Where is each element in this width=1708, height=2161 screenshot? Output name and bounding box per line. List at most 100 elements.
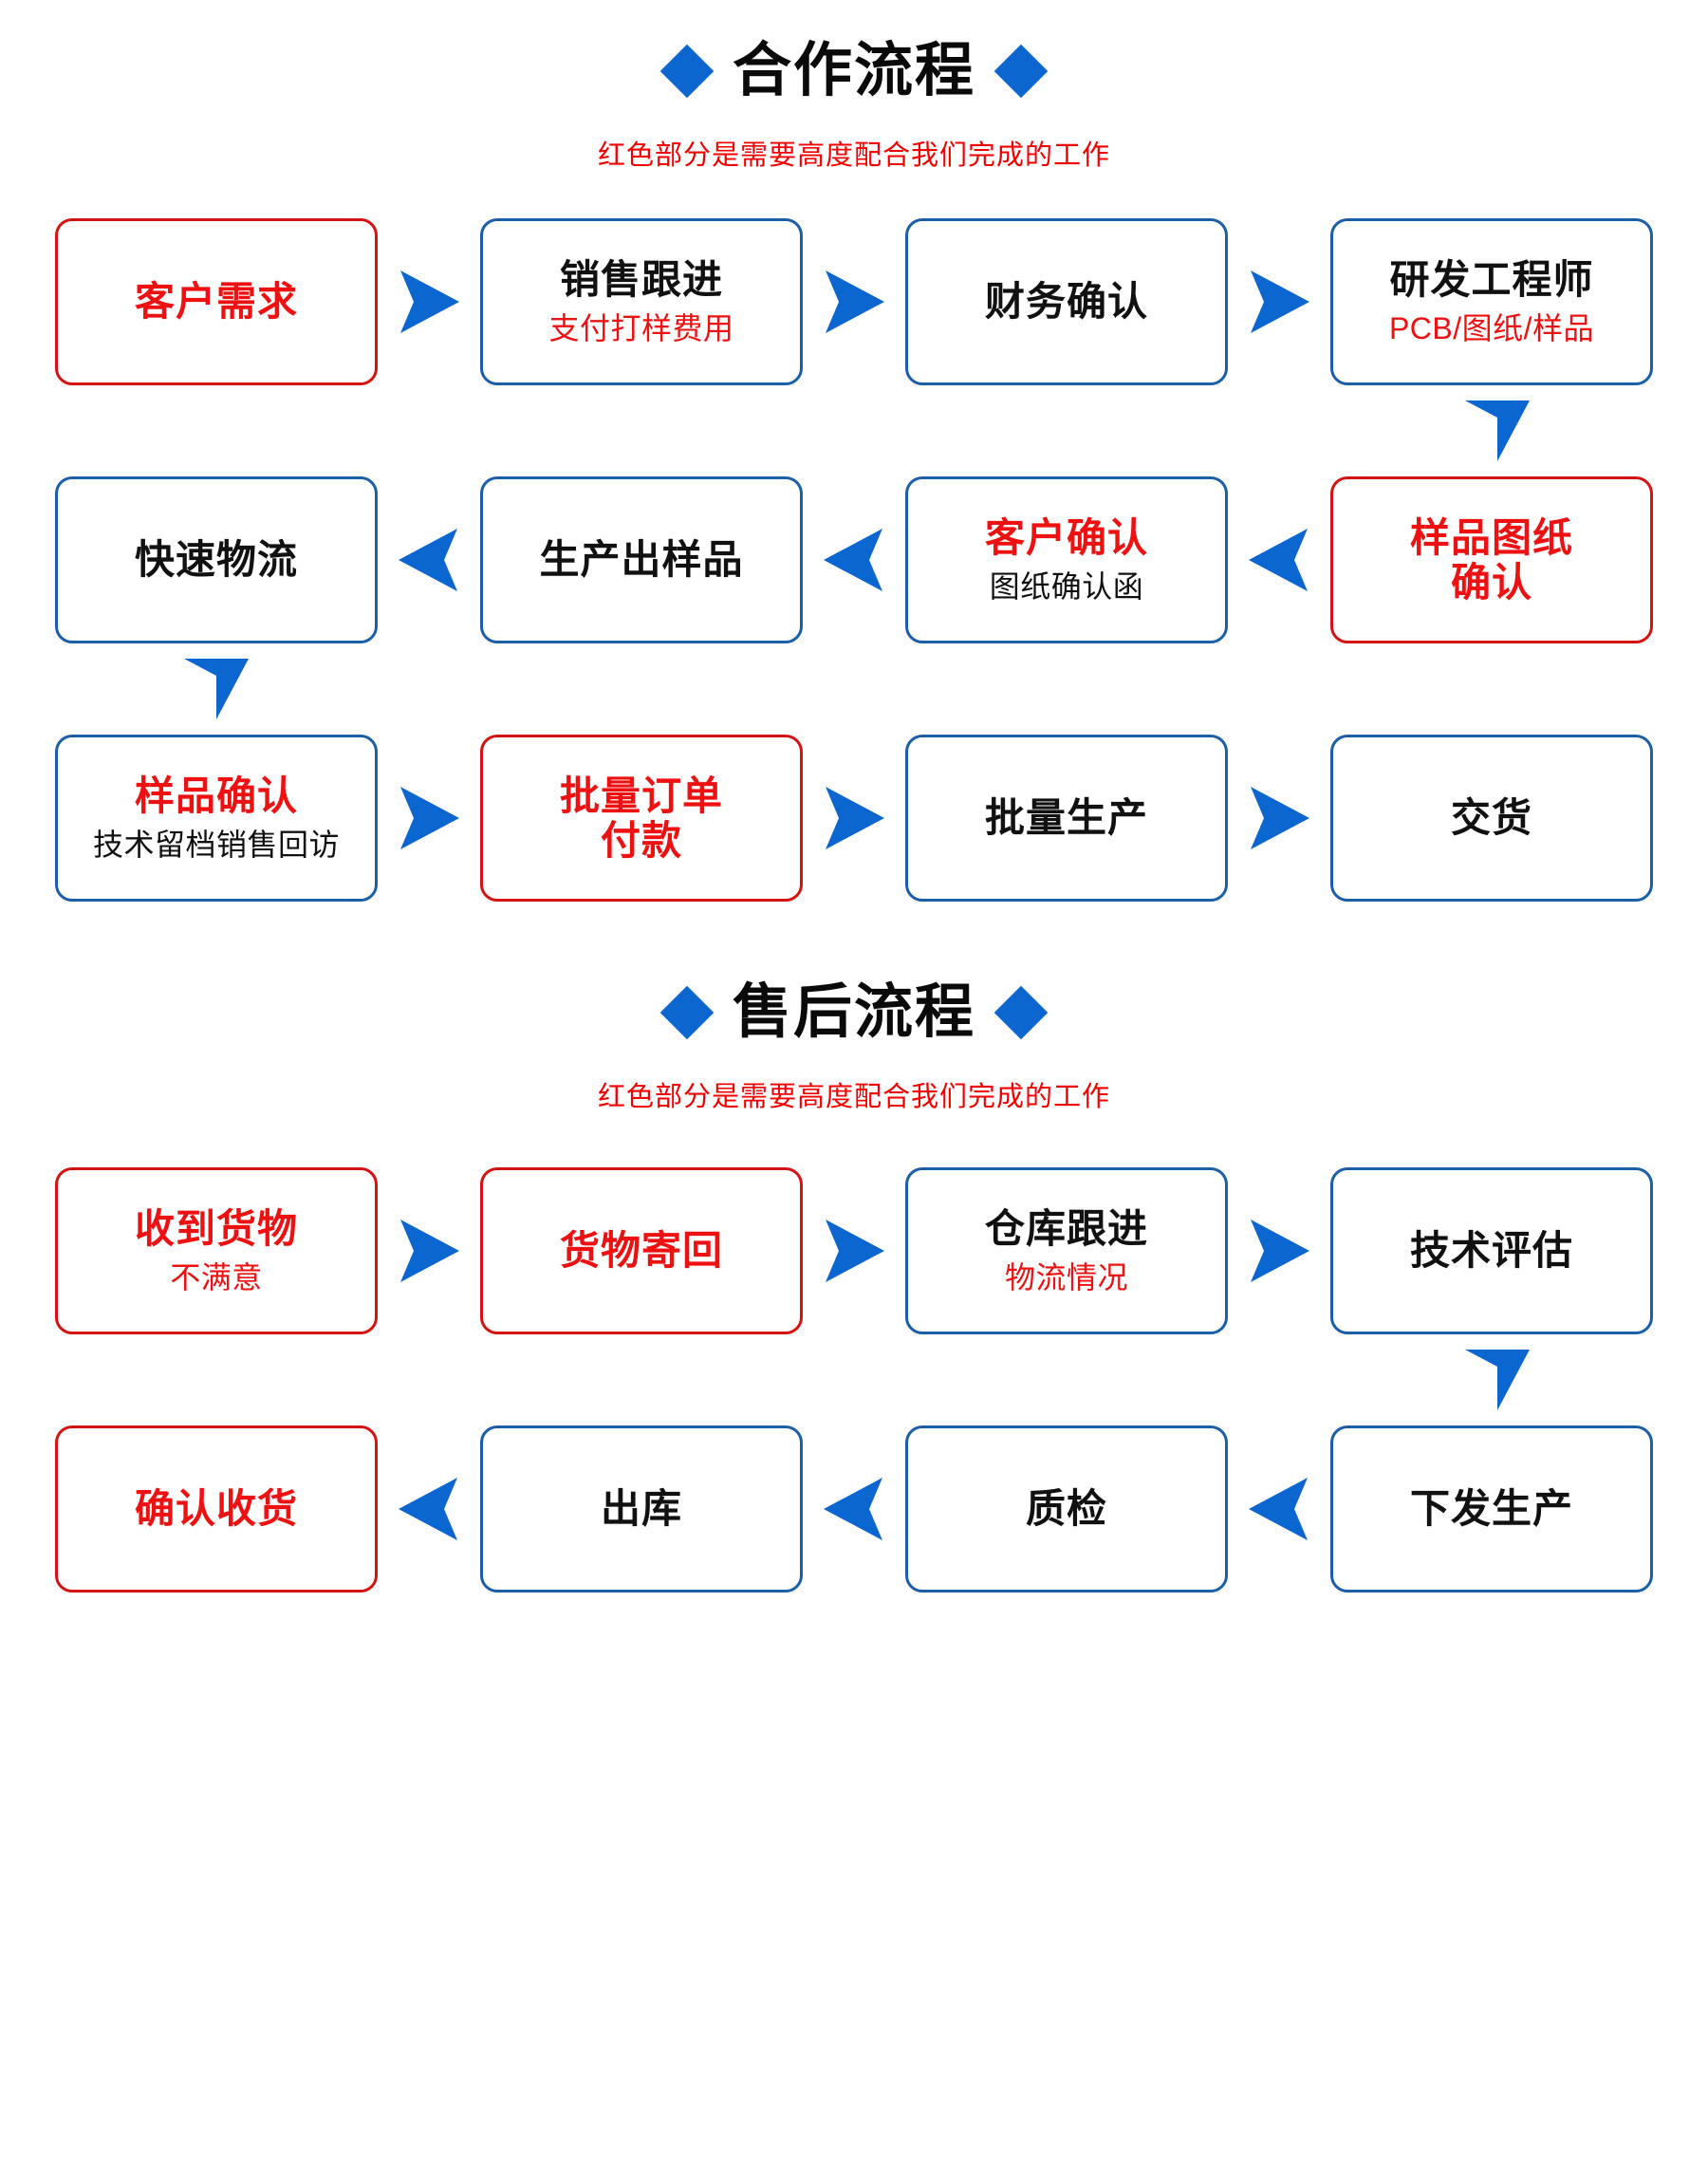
flow-row: 快速物流 生产出样品 客户确认图纸确认函 样品图纸 确认 xyxy=(55,476,1653,643)
arrow-left-icon xyxy=(399,1478,457,1540)
row-connector xyxy=(803,218,905,385)
flow-node[interactable]: 样品图纸 确认 xyxy=(1330,476,1653,643)
arrow-down-icon xyxy=(1465,1350,1530,1410)
row-connector xyxy=(803,1167,905,1334)
flow-row: 客户需求 销售跟进支付打样费用 财务确认 研发工程师 PCB/图纸/样品 xyxy=(55,218,1653,385)
flow-node[interactable]: 确认收货 xyxy=(55,1425,378,1593)
flow-node[interactable]: 样品确认技术留档销售回访 xyxy=(55,735,378,902)
flow-node[interactable]: 研发工程师 PCB/图纸/样品 xyxy=(1330,218,1653,385)
row-connector xyxy=(378,1425,480,1593)
flow-row: 样品确认技术留档销售回访 批量订单 付款 批量生产 交货 xyxy=(55,735,1653,902)
flow-node[interactable]: 批量生产 xyxy=(905,735,1228,902)
node-title: 仓库跟进 xyxy=(984,1206,1148,1252)
node-title: 质检 xyxy=(1025,1486,1107,1532)
arrow-right-icon xyxy=(400,787,459,849)
flow-node[interactable]: 交货 xyxy=(1330,735,1653,902)
flow-node[interactable]: 快速物流 xyxy=(55,476,378,643)
row-connector xyxy=(1228,218,1330,385)
node-title: 财务确认 xyxy=(984,279,1148,325)
section-title: 合作流程 xyxy=(732,38,975,103)
arrow-right-icon xyxy=(826,270,884,333)
flow-node[interactable]: 质检 xyxy=(905,1425,1228,1593)
node-title: 样品确认 xyxy=(134,773,298,819)
node-title: 客户需求 xyxy=(134,279,298,325)
flow-row: 确认收货 出库 质检 下发生产 xyxy=(55,1425,1653,1593)
flow-node[interactable]: 客户确认图纸确认函 xyxy=(905,476,1228,643)
node-title: 销售跟进 xyxy=(559,257,723,303)
node-title: 收到货物 xyxy=(134,1206,298,1252)
arrow-right-icon xyxy=(826,787,884,849)
flow-node[interactable]: 批量订单 付款 xyxy=(480,735,803,902)
row-connector xyxy=(378,476,480,643)
arrow-right-icon xyxy=(1251,270,1309,333)
arrow-right-icon xyxy=(400,1220,459,1282)
flow-node[interactable]: 货物寄回 xyxy=(480,1167,803,1334)
vertical-connector-row xyxy=(55,1334,1653,1425)
node-title: 批量订单 付款 xyxy=(559,773,723,863)
arrow-left-icon xyxy=(824,1478,882,1540)
node-subtitle: 物流情况 xyxy=(1004,1260,1128,1295)
row-connector xyxy=(378,1167,480,1334)
section-heading: 售后流程 xyxy=(0,983,1708,1042)
section-subtitle: 红色部分是需要高度配合我们完成的工作 xyxy=(597,140,1110,171)
diamond-icon xyxy=(993,44,1049,99)
node-subtitle: 不满意 xyxy=(170,1260,263,1295)
node-subtitle: 图纸确认函 xyxy=(989,569,1144,605)
node-title: 样品图纸 确认 xyxy=(1409,514,1573,605)
section-cooperation: 合作流程红色部分是需要高度配合我们完成的工作客户需求 销售跟进支付打样费用 财务确认… xyxy=(0,0,1708,902)
diamond-icon xyxy=(659,44,715,99)
flow-node[interactable]: 下发生产 xyxy=(1330,1425,1653,1593)
node-title: 快速物流 xyxy=(134,537,298,583)
flow-node[interactable]: 生产出样品 xyxy=(480,476,803,643)
arrow-right-icon xyxy=(1251,1220,1309,1282)
row-connector xyxy=(803,476,905,643)
flow-node[interactable]: 仓库跟进物流情况 xyxy=(905,1167,1228,1334)
node-title: 生产出样品 xyxy=(539,537,744,583)
flow-node[interactable]: 出库 xyxy=(480,1425,803,1593)
row-connector xyxy=(803,735,905,902)
row-connector xyxy=(803,1425,905,1593)
node-title: 确认收货 xyxy=(134,1486,298,1532)
diamond-icon xyxy=(659,985,715,1040)
row-connector xyxy=(378,735,480,902)
node-title: 批量生产 xyxy=(984,795,1148,841)
flow-row: 收到货物不满意 货物寄回 仓库跟进物流情况 技术评估 xyxy=(55,1167,1653,1334)
vertical-connector-row xyxy=(55,643,1653,735)
node-title: 下发生产 xyxy=(1409,1486,1573,1532)
row-connector xyxy=(1228,1425,1330,1593)
node-subtitle: 技术留档销售回访 xyxy=(92,828,340,863)
node-title: 技术评估 xyxy=(1409,1228,1573,1274)
arrow-left-icon xyxy=(824,529,882,591)
flow-node[interactable]: 技术评估 xyxy=(1330,1167,1653,1334)
row-connector xyxy=(378,218,480,385)
arrow-right-icon xyxy=(400,270,459,333)
arrow-right-icon xyxy=(826,1220,884,1282)
section-heading: 合作流程 xyxy=(0,42,1708,101)
node-subtitle: PCB/图纸/样品 xyxy=(1388,311,1595,346)
section-subtitle: 红色部分是需要高度配合我们完成的工作 xyxy=(597,1082,1110,1112)
arrow-right-icon xyxy=(1251,787,1309,849)
arrow-down-icon xyxy=(1465,401,1530,461)
flow-node[interactable]: 客户需求 xyxy=(55,218,378,385)
flow-node[interactable]: 销售跟进支付打样费用 xyxy=(480,218,803,385)
diamond-icon xyxy=(993,985,1049,1040)
arrow-left-icon xyxy=(1249,1478,1308,1540)
section-title: 售后流程 xyxy=(732,979,975,1045)
node-title: 研发工程师 xyxy=(1389,257,1594,303)
node-subtitle: 支付打样费用 xyxy=(548,311,734,346)
node-title: 交货 xyxy=(1450,795,1532,841)
row-connector xyxy=(1228,735,1330,902)
section-after-sales: 售后流程红色部分是需要高度配合我们完成的工作收到货物不满意 货物寄回 仓库跟进物流情… xyxy=(0,902,1708,1593)
arrow-down-icon xyxy=(184,659,249,719)
flow-rows: 客户需求 销售跟进支付打样费用 财务确认 研发工程师 PCB/图纸/样品快速物流 生产出样… xyxy=(0,173,1708,902)
flow-node[interactable]: 财务确认 xyxy=(905,218,1228,385)
flow-node[interactable]: 收到货物不满意 xyxy=(55,1167,378,1334)
vertical-connector-row xyxy=(55,385,1653,476)
node-title: 出库 xyxy=(600,1486,682,1532)
node-title: 货物寄回 xyxy=(559,1228,723,1274)
flow-rows: 收到货物不满意 货物寄回 仓库跟进物流情况 技术评估确认收货 出库 质检 下发生产 xyxy=(0,1114,1708,1593)
node-title: 客户确认 xyxy=(984,515,1148,561)
row-connector xyxy=(1228,476,1330,643)
flowchart-root: 合作流程红色部分是需要高度配合我们完成的工作客户需求销售跟进支付打样费用财务确认… xyxy=(0,0,1708,1593)
